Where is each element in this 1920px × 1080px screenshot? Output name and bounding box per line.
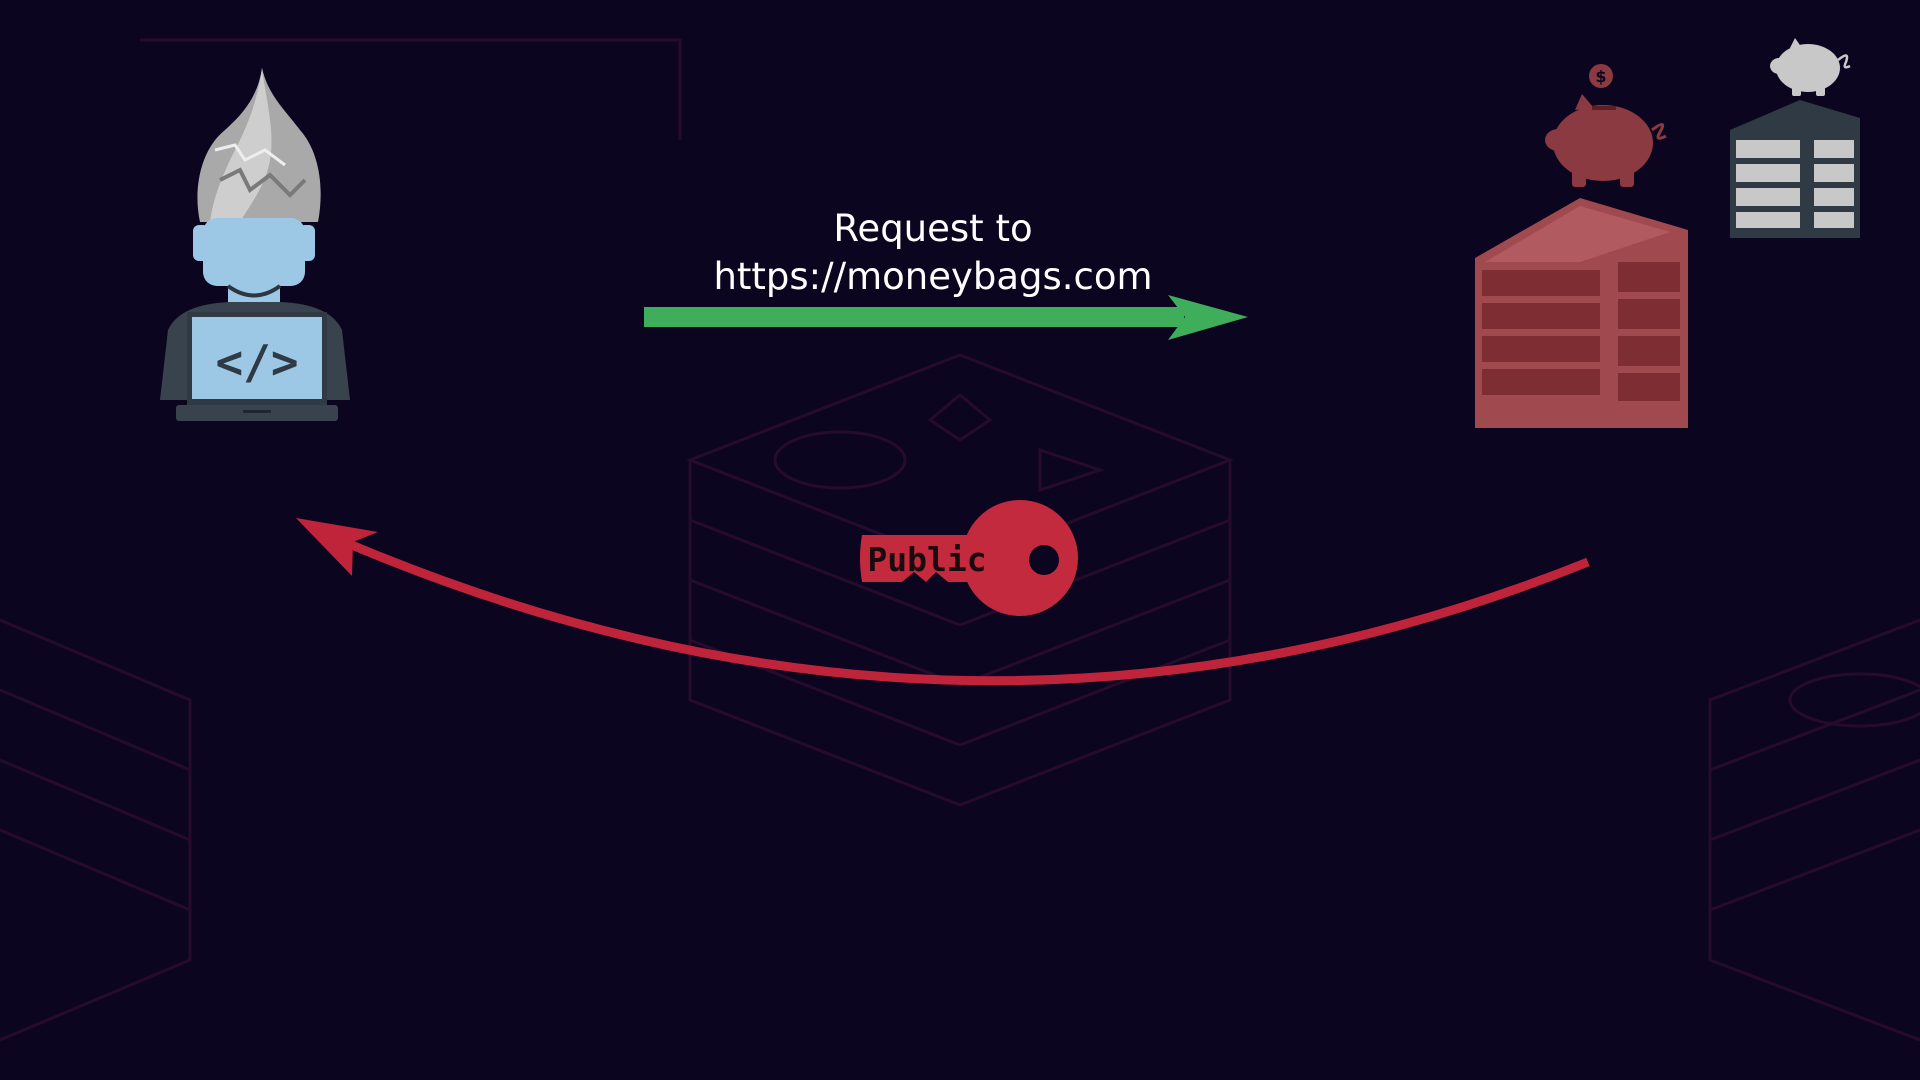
response-arrow <box>296 518 1590 686</box>
foil-hat-icon <box>197 68 321 222</box>
request-url: https://moneybags.com <box>713 255 1153 298</box>
request-label: Request to https://moneybags.com <box>633 205 1233 301</box>
bank-building-icon <box>1475 198 1688 428</box>
developer-with-foil-hat-icon: </> <box>160 68 350 421</box>
piggy-bank-icon <box>1770 38 1851 96</box>
code-brackets-icon: </> <box>215 335 298 389</box>
bank-building-icon <box>1730 100 1860 238</box>
request-label-line1: Request to <box>833 207 1033 250</box>
background-decoration <box>0 38 1920 1042</box>
key-icon: Public <box>860 500 1078 616</box>
dollar-coin-icon: $ <box>1589 64 1613 88</box>
svg-text:$: $ <box>1595 67 1606 86</box>
key-label: Public <box>867 540 986 579</box>
piggy-bank-icon <box>1545 94 1667 187</box>
laptop-icon <box>176 312 338 421</box>
request-arrow <box>644 295 1248 340</box>
